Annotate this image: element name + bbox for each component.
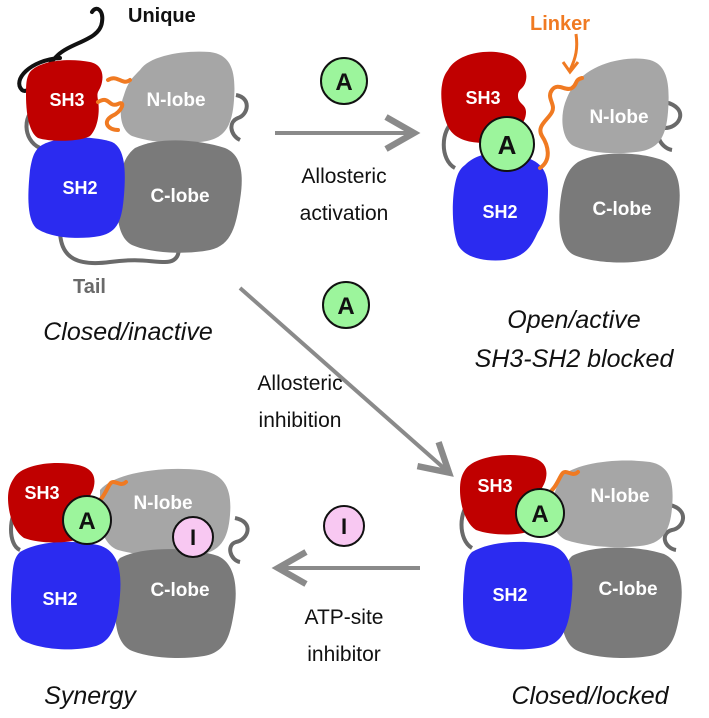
atp-label-line2: inhibitor [307,643,381,666]
allosteric-ligand-activation: A [320,57,368,105]
svg-text:A: A [335,69,352,96]
closed-inactive-complex: SH3 SH2 N-lobe C-lobe Unique Tail [17,5,249,298]
hinge-loop [662,503,685,552]
sh2-domain [452,152,548,261]
n-lobe-label: N-lobe [589,107,648,128]
hinge-loop [229,93,249,142]
state-open-active-sub: SH3-SH2 blocked [475,345,675,373]
c-lobe-label: C-lobe [150,186,209,207]
closed-locked-complex: A SH3 SH2 N-lobe C-lobe [459,454,685,658]
allosteric-ligand-inhibition: A [322,281,370,329]
svg-text:I: I [190,525,196,550]
sh2-label: SH2 [492,585,527,605]
tail-label: Tail [73,276,106,298]
n-lobe [562,58,669,154]
linker [544,470,580,498]
svg-text:A: A [498,130,517,160]
unique-region [17,6,105,93]
synergy-complex: A I SH3 SH2 N-lobe C-lobe [8,462,250,658]
linker [92,480,128,508]
c-lobe [115,549,236,658]
inhibition-label-line2: inhibition [259,409,342,432]
state-synergy: Synergy [44,682,137,710]
hinge-loop [228,516,250,564]
svg-text:I: I [341,514,347,539]
n-lobe-label: N-lobe [146,90,205,111]
atp-label-line1: ATP-site [305,606,384,629]
sh3-domain [26,60,103,141]
linker [538,76,584,170]
sh2-label: SH2 [482,202,517,222]
sh3-label: SH3 [49,90,84,110]
svg-text:A: A [531,501,548,528]
c-lobe [561,547,682,658]
inhibition-arrow [238,286,454,477]
sh3-label: SH3 [24,483,59,503]
n-lobe [551,460,673,548]
open-active-complex: A SH3 SH2 N-lobe C-lobe Linker [441,13,682,263]
sh3-label: SH3 [465,88,500,108]
allosteric-ligand-bound: A [515,488,565,538]
c-lobe-label: C-lobe [598,579,657,600]
allosteric-ligand-bound: A [62,495,112,545]
activation-label-line1: Allosteric [301,165,386,188]
c-lobe-label: C-lobe [150,580,209,601]
sh2-domain [463,541,573,650]
tail [58,229,181,266]
sh2-domain [11,541,121,650]
n-lobe-label: N-lobe [133,493,192,514]
state-open-active: Open/active [507,306,640,334]
linker-pointer [568,33,579,71]
sh2-label: SH2 [42,589,77,609]
svg-text:A: A [78,508,95,535]
svg-text:A: A [337,293,354,320]
n-lobe [120,51,235,144]
state-closed-locked: Closed/locked [511,682,669,710]
c-lobe [559,153,680,263]
atp-site-ligand-free: I [323,505,365,547]
unique-label: Unique [128,5,196,27]
n-lobe-label: N-lobe [590,486,649,507]
atp-site-inhibitor-bound: I [172,516,214,558]
sh2-domain [28,137,125,238]
linker-label: Linker [530,13,590,35]
c-lobe-label: C-lobe [592,199,651,220]
state-closed-inactive: Closed/inactive [43,318,213,346]
c-lobe [117,140,242,253]
inhibition-label-line1: Allosteric [257,372,342,395]
activation-label-line2: activation [300,202,389,225]
sh3-label: SH3 [477,476,512,496]
sh2-label: SH2 [62,178,97,198]
linker [96,76,132,132]
allosteric-ligand-bound: A [479,116,535,172]
